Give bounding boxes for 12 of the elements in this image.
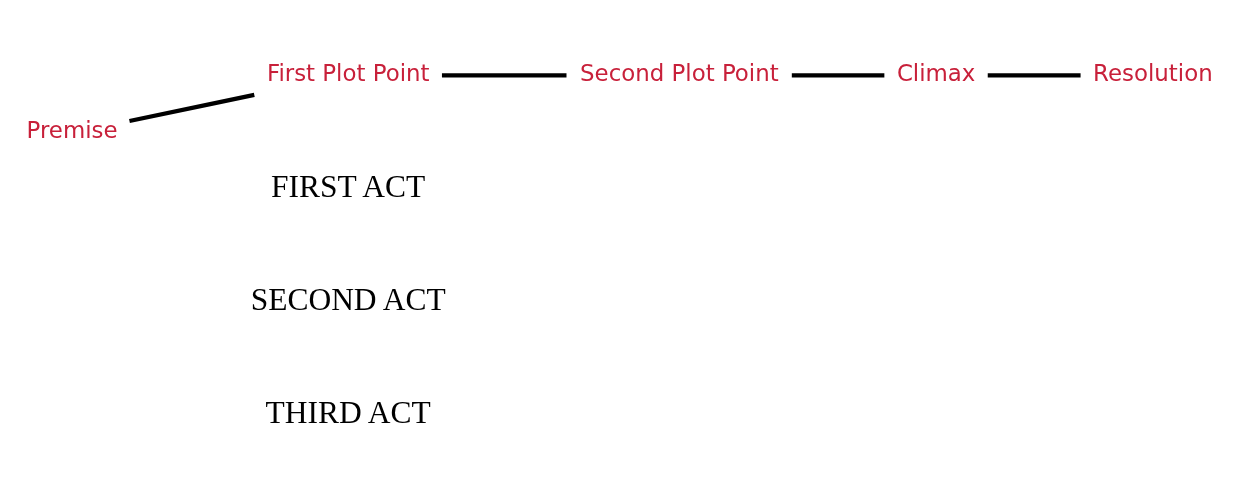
label: FIRST ACT [271, 168, 426, 203]
connector [441, 72, 567, 78]
label: THIRD ACT [265, 394, 431, 430]
connector [987, 72, 1081, 78]
connector [129, 92, 255, 123]
connector [791, 72, 885, 78]
node-text: Climax [896, 59, 976, 86]
node-text: First Plot Point [266, 59, 430, 86]
node-text: Premise [26, 116, 118, 143]
label: SECOND ACT [250, 281, 446, 317]
node-text: Resolution [1093, 59, 1213, 86]
node-text: Second Plot Point [580, 59, 779, 86]
